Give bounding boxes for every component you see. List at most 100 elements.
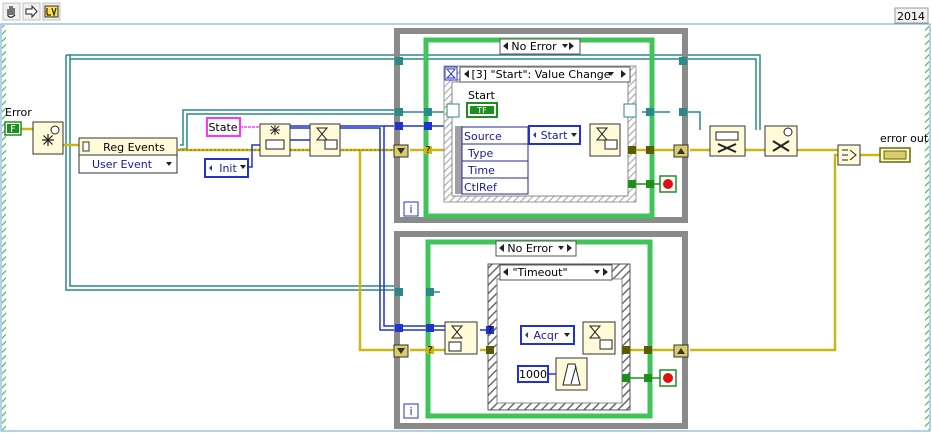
tunnel: [644, 346, 652, 354]
hourglass-icon: [588, 325, 602, 339]
create-user-event-node[interactable]: [32, 121, 64, 155]
tunnel: [628, 180, 636, 188]
tunnel: [426, 288, 434, 296]
bottom-case-selector[interactable]: [495, 240, 577, 257]
dropdown-arrow-icon: [594, 270, 600, 274]
merge-errors-icon: [842, 149, 857, 161]
dropdown-arrow-icon: [564, 333, 570, 337]
enum-decrement-icon: [533, 132, 536, 138]
tunnel: [486, 346, 494, 354]
tunnel: [628, 146, 636, 154]
tunnel: [395, 288, 403, 296]
event-structure[interactable]: [3] "Start": Value Change Start TF Sourc…: [443, 65, 637, 203]
start-boolean-value: TF: [476, 106, 487, 115]
hand-tool-icon[interactable]: [2, 2, 21, 21]
acqr-constant-label: Acqr: [534, 329, 559, 342]
enqueue-element-node-bottom[interactable]: [582, 321, 616, 355]
bottom-case-structure[interactable]: No Error ?: [425, 239, 653, 419]
merge-errors-node[interactable]: [837, 144, 861, 166]
tunnel: [395, 57, 403, 65]
init-enum-constant[interactable]: Init: [204, 158, 249, 178]
version-label: 2014: [897, 10, 925, 23]
top-while-loop[interactable]: i No Error ?: [393, 28, 689, 223]
arrow-run-icon[interactable]: [22, 2, 41, 21]
init-constant-label: Init: [219, 162, 237, 175]
sequence-frame: [2, 25, 6, 430]
enum-decrement-icon: [209, 165, 212, 171]
version-badge: [894, 7, 929, 24]
state-string-constant[interactable]: State: [206, 117, 241, 137]
hourglass-icon: [450, 325, 464, 339]
svg-text:?: ?: [425, 145, 430, 156]
tunnel: [679, 57, 687, 65]
tunnel: [395, 108, 403, 116]
top-case-structure[interactable]: No Error ?: [423, 37, 655, 219]
tunnel: [424, 108, 432, 116]
reg-events-icon: [82, 141, 90, 152]
svg-text:?: ?: [427, 345, 432, 356]
start-boolean-terminal[interactable]: TF: [466, 102, 498, 118]
inner-case-selector-label: "Timeout": [512, 266, 567, 279]
case-selector-terminal: [426, 346, 434, 354]
case-prev-icon: [503, 42, 508, 50]
dropdown-arrow-icon: [558, 246, 564, 250]
enqueue-element-node[interactable]: [309, 123, 341, 157]
error-out-label: error out: [880, 132, 929, 145]
bottom-while-loop[interactable]: i No Error ? "Timeout": [393, 231, 689, 429]
case-next-icon: [621, 70, 626, 78]
destroy-user-event-node[interactable]: [764, 125, 798, 157]
bottom-loop-iteration: i: [409, 405, 412, 418]
obtain-queue-node[interactable]: [259, 123, 291, 157]
unregister-events-node[interactable]: [709, 125, 746, 157]
event-selector[interactable]: [459, 66, 631, 83]
state-constant-label: State: [208, 121, 237, 134]
reg-events-item: User Event: [92, 158, 153, 171]
error-out-terminal[interactable]: error out: [879, 132, 929, 163]
hourglass-icon: [315, 127, 329, 141]
bottom-case-selector-label: No Error: [507, 242, 553, 255]
labview-logo-icon[interactable]: [42, 2, 61, 21]
stop-terminal-top[interactable]: [659, 175, 677, 193]
case-next-icon: [567, 244, 572, 252]
event-data-type: Type: [467, 147, 493, 160]
start-enum-constant[interactable]: Start: [528, 125, 581, 145]
hourglass-icon: [595, 127, 609, 141]
toolbar: [2, 2, 61, 21]
wait-ms-node[interactable]: [555, 357, 588, 391]
dynamic-event-terminal-right: [623, 103, 637, 118]
tunnel: [622, 374, 630, 382]
enqueue-element-node-event[interactable]: [589, 123, 621, 157]
error-in-terminal[interactable]: Error F: [4, 106, 32, 136]
tunnel: [622, 346, 630, 354]
tunnel: [646, 108, 654, 116]
svg-text:?: ?: [487, 325, 492, 336]
diagram-border: [0, 23, 931, 432]
start-constant-label: Start: [541, 129, 569, 142]
event-data-time: Time: [467, 164, 495, 177]
acqr-enum-constant[interactable]: Acqr: [520, 325, 575, 345]
dropdown-arrow-icon: [571, 133, 577, 137]
error-in-label: Error: [5, 106, 32, 119]
tunnel: [424, 122, 432, 130]
timeout-ms-value: 1000: [519, 368, 547, 381]
destroy-icon: [772, 127, 793, 152]
dequeue-element-node[interactable]: [444, 321, 478, 355]
dropdown-arrow-icon: [166, 162, 172, 166]
metronome-icon: [562, 363, 581, 386]
reg-events-node[interactable]: Reg Events User Event: [78, 137, 178, 174]
obtain-queue-icon: [270, 125, 280, 135]
inner-case-selector[interactable]: [499, 264, 613, 281]
event-data-source: Source: [464, 130, 502, 143]
case-prev-icon: [464, 70, 469, 78]
case-selector-terminal: [424, 146, 432, 154]
stop-terminal-bottom[interactable]: [659, 369, 677, 387]
start-control-label: Start: [468, 89, 496, 102]
top-loop-iteration: i: [409, 203, 412, 216]
event-data-node: Source Type Time CtlRef: [455, 126, 529, 195]
event-selector-label: [3] "Start": Value Change: [471, 68, 610, 81]
timeout-ms-constant[interactable]: 1000: [517, 365, 549, 383]
tunnel: [426, 324, 434, 332]
top-case-selector[interactable]: [499, 38, 581, 55]
reg-events-title: Reg Events: [103, 141, 165, 154]
